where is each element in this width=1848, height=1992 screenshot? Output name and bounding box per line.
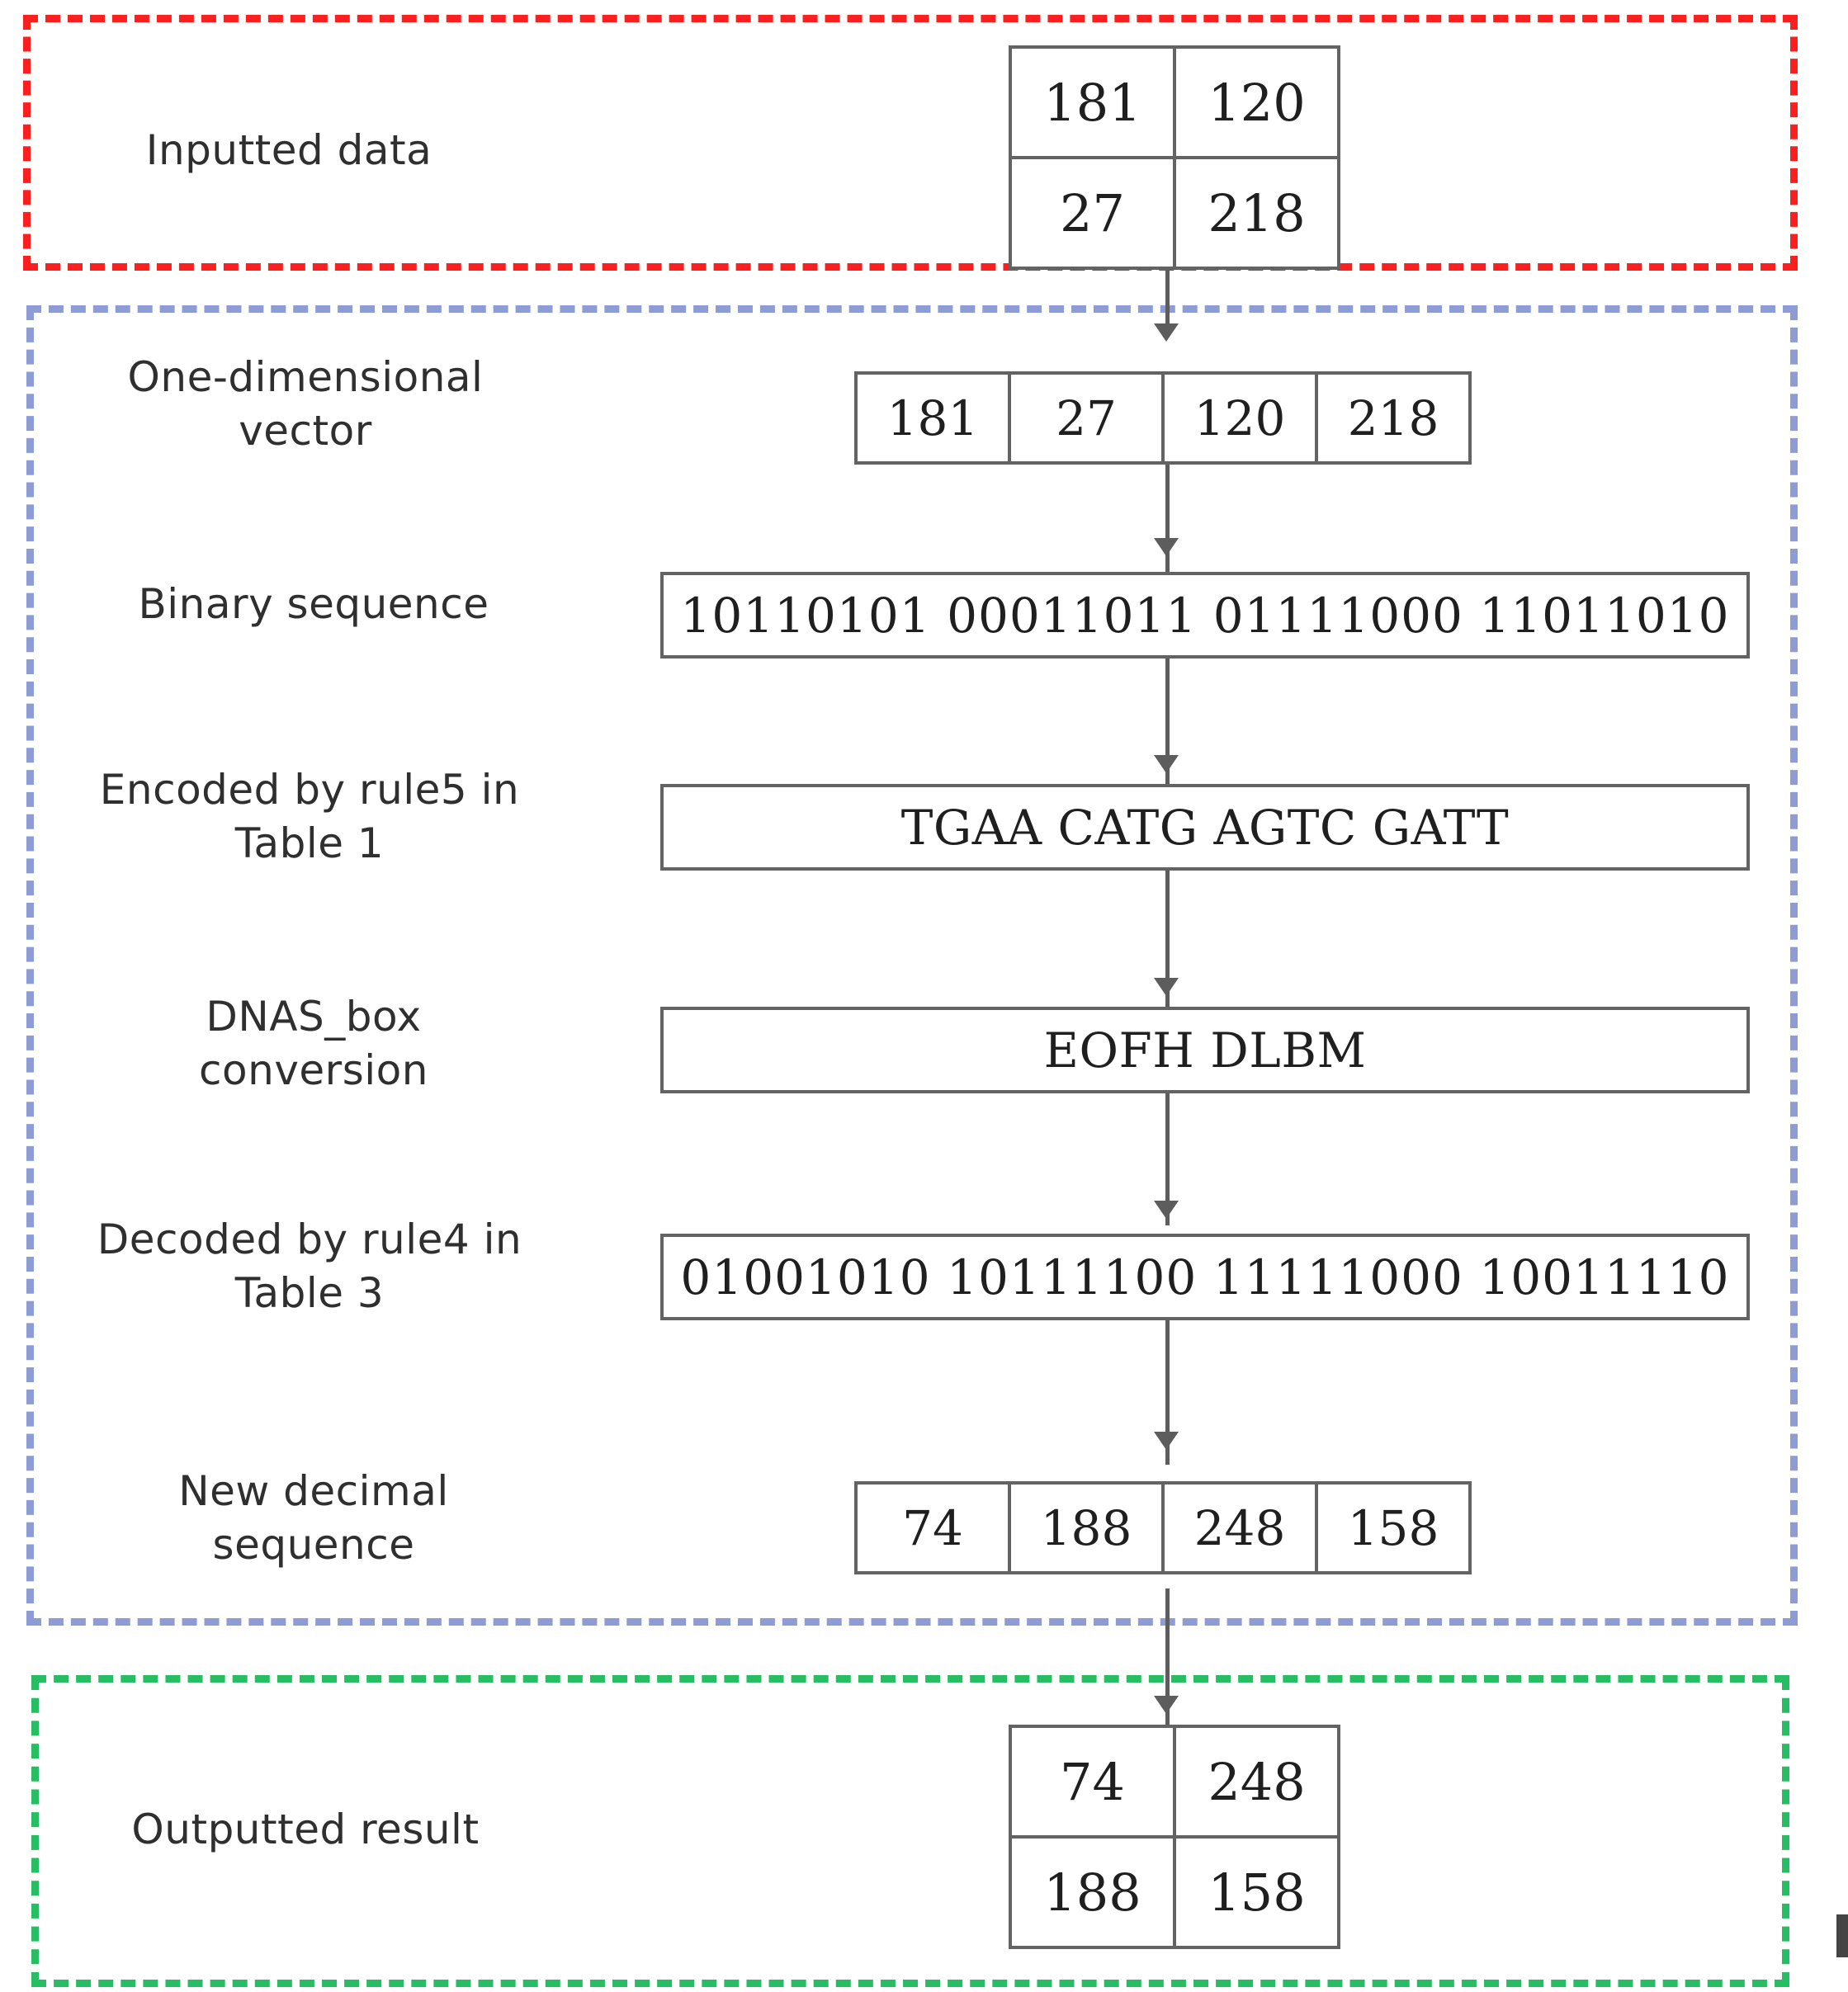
page-edge-artifact xyxy=(1836,1914,1848,1957)
output-matrix-cell-1-0: 188 xyxy=(1009,1835,1176,1949)
label-decoded-rule4: Decoded by rule4 in Table 3 xyxy=(97,1215,522,1317)
label-dnas-box-conversion: DNAS_box conversion xyxy=(199,993,428,1094)
input-matrix-cell-0-1: 120 xyxy=(1173,45,1340,159)
label-inputted-data: Inputted data xyxy=(145,126,432,174)
section-frame-process xyxy=(26,305,1798,1626)
arrow-head-to-newdecimal xyxy=(1154,1432,1179,1450)
label-outputted-result: Outputted result xyxy=(131,1806,480,1853)
input-matrix-cell-0-0: 181 xyxy=(1009,45,1176,159)
label-encoded-rule5: Encoded by rule5 in Table 1 xyxy=(99,766,520,867)
output-matrix-cell-0-1: 248 xyxy=(1173,1725,1340,1839)
connector-line-dna-to-dnasbox xyxy=(1165,871,1170,1007)
arrow-head-to-vector xyxy=(1154,323,1179,342)
binary-sequence-box: 10110101 00011011 01111000 11011010 xyxy=(660,572,1750,658)
vector-cell-0: 181 xyxy=(854,371,1011,465)
connector-line-dnasbox-to-decoded xyxy=(1165,1093,1170,1225)
table-row: 27 218 xyxy=(1009,156,1340,270)
vector-cell-2: 120 xyxy=(1161,371,1318,465)
output-matrix-cell-0-0: 74 xyxy=(1009,1725,1176,1839)
connector-line-binary-to-dna xyxy=(1165,652,1170,784)
decoded-binary-box: 01001010 10111100 11111000 10011110 xyxy=(660,1234,1750,1320)
table-row: 74 188 248 158 xyxy=(854,1481,1472,1574)
vector-cell-1: 27 xyxy=(1008,371,1165,465)
arrow-head-to-dna xyxy=(1154,755,1179,773)
table-row: 181 120 xyxy=(1009,45,1340,159)
arrow-head-to-binary xyxy=(1154,538,1179,556)
new-decimal-cell-1: 188 xyxy=(1008,1481,1165,1574)
output-matrix-cell-1-1: 158 xyxy=(1173,1835,1340,1949)
arrow-head-to-decoded xyxy=(1154,1201,1179,1219)
arrow-head-to-output xyxy=(1154,1696,1179,1714)
label-new-decimal-sequence: New decimal sequence xyxy=(178,1467,449,1569)
connector-line-decoded-to-newdecimal xyxy=(1165,1320,1170,1465)
input-matrix: 181 120 27 218 xyxy=(1009,45,1340,270)
label-one-dimensional-vector: One-dimensional vector xyxy=(127,353,484,455)
vector-cell-3: 218 xyxy=(1315,371,1472,465)
table-row: 74 248 xyxy=(1009,1725,1340,1839)
new-decimal-cell-2: 248 xyxy=(1161,1481,1318,1574)
arrow-head-to-dnasbox xyxy=(1154,978,1179,996)
input-matrix-cell-1-0: 27 xyxy=(1009,156,1176,270)
new-decimal-cell-0: 74 xyxy=(854,1481,1011,1574)
connector-line-vector-to-binary xyxy=(1165,462,1170,598)
dnas-box-result-box: EOFH DLBM xyxy=(660,1007,1750,1093)
new-decimal-vector: 74 188 248 158 xyxy=(854,1481,1472,1574)
output-matrix: 74 248 188 158 xyxy=(1009,1725,1340,1949)
one-dimensional-vector: 181 27 120 218 xyxy=(854,371,1472,465)
new-decimal-cell-3: 158 xyxy=(1315,1481,1472,1574)
connector-line-newdecimal-to-output xyxy=(1165,1588,1170,1725)
encoded-dna-box: TGAA CATG AGTC GATT xyxy=(660,784,1750,871)
table-row: 181 27 120 218 xyxy=(854,371,1472,465)
label-binary-sequence: Binary sequence xyxy=(138,580,489,628)
table-row: 188 158 xyxy=(1009,1835,1340,1949)
input-matrix-cell-1-1: 218 xyxy=(1173,156,1340,270)
